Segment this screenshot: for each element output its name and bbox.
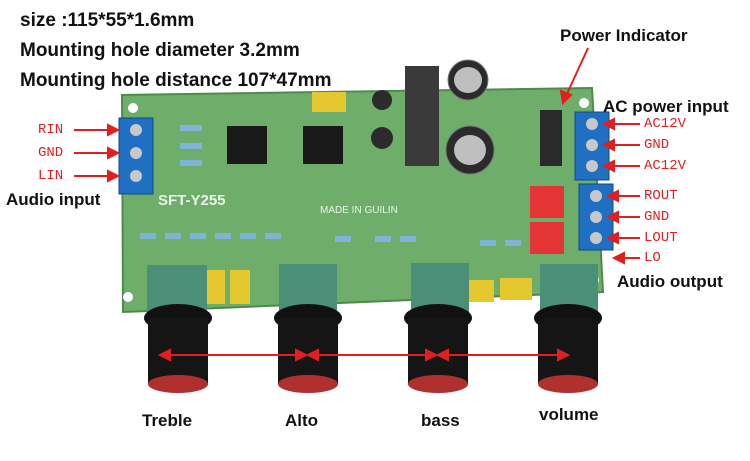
- mounting-hole: [123, 292, 133, 302]
- mounting-hole: [579, 98, 589, 108]
- film-capacitor: [530, 222, 564, 254]
- capacitor: [372, 90, 392, 110]
- resistor-array: [140, 125, 521, 246]
- film-capacitor: [462, 280, 494, 302]
- callout-audio-output: Audio output: [617, 272, 723, 291]
- spec-hole-diameter: Mounting hole diameter 3.2mm: [20, 40, 300, 61]
- heatsink-regulator: [405, 66, 439, 166]
- knob-label-treble: Treble: [142, 411, 193, 430]
- knob-label-volume: volume: [539, 405, 599, 424]
- pin-label: GND: [644, 209, 670, 225]
- film-capacitor: [500, 278, 532, 300]
- pin-label: ROUT: [644, 188, 678, 204]
- spacing-label: 29mm: [484, 334, 521, 349]
- spacing-label: 29mm: [214, 334, 251, 349]
- film-capacitor: [312, 92, 346, 112]
- mounting-hole: [128, 103, 138, 113]
- pin-label: LIN: [38, 168, 64, 184]
- knob-treble: [144, 304, 212, 393]
- pin-label: LO: [644, 250, 661, 266]
- spec-hole-distance: Mounting hole distance 107*47mm: [20, 70, 332, 91]
- board-model: SFT-Y255: [158, 192, 226, 209]
- pin-label: AC12V: [644, 116, 687, 132]
- regulator: [540, 110, 562, 166]
- input-pin-arrows: [74, 123, 121, 183]
- knob-label-alto: Alto: [285, 411, 319, 430]
- knob-label-bass: bass: [421, 411, 460, 430]
- knob-alto: [274, 304, 342, 393]
- spacing-label: 29mm: [354, 334, 391, 349]
- power-pin-arrows: [601, 117, 640, 265]
- spec-size: size :115*55*1.6mm: [20, 10, 195, 31]
- film-capacitor: [530, 186, 564, 218]
- pin-label: GND: [38, 145, 64, 161]
- ic-chip: [227, 126, 267, 164]
- film-capacitor: [205, 270, 225, 304]
- callout-power-indicator: Power Indicator: [560, 26, 688, 45]
- pin-label: AC12V: [644, 158, 687, 174]
- pin-label: RIN: [38, 122, 64, 138]
- pin-label: GND: [644, 137, 670, 153]
- pin-label: LOUT: [644, 230, 678, 246]
- board-made-in: MADE IN GUILIN: [320, 205, 398, 216]
- callout-ac-power-input: AC power input: [603, 97, 729, 116]
- power-indicator-arrow: [559, 47, 589, 106]
- spacing-dimension: [157, 348, 571, 362]
- film-capacitor: [230, 270, 250, 304]
- callout-audio-input: Audio input: [6, 190, 101, 209]
- knob-volume: [534, 304, 602, 393]
- ic-chip: [303, 126, 343, 164]
- knob-bass: [404, 304, 472, 393]
- capacitor: [371, 127, 393, 149]
